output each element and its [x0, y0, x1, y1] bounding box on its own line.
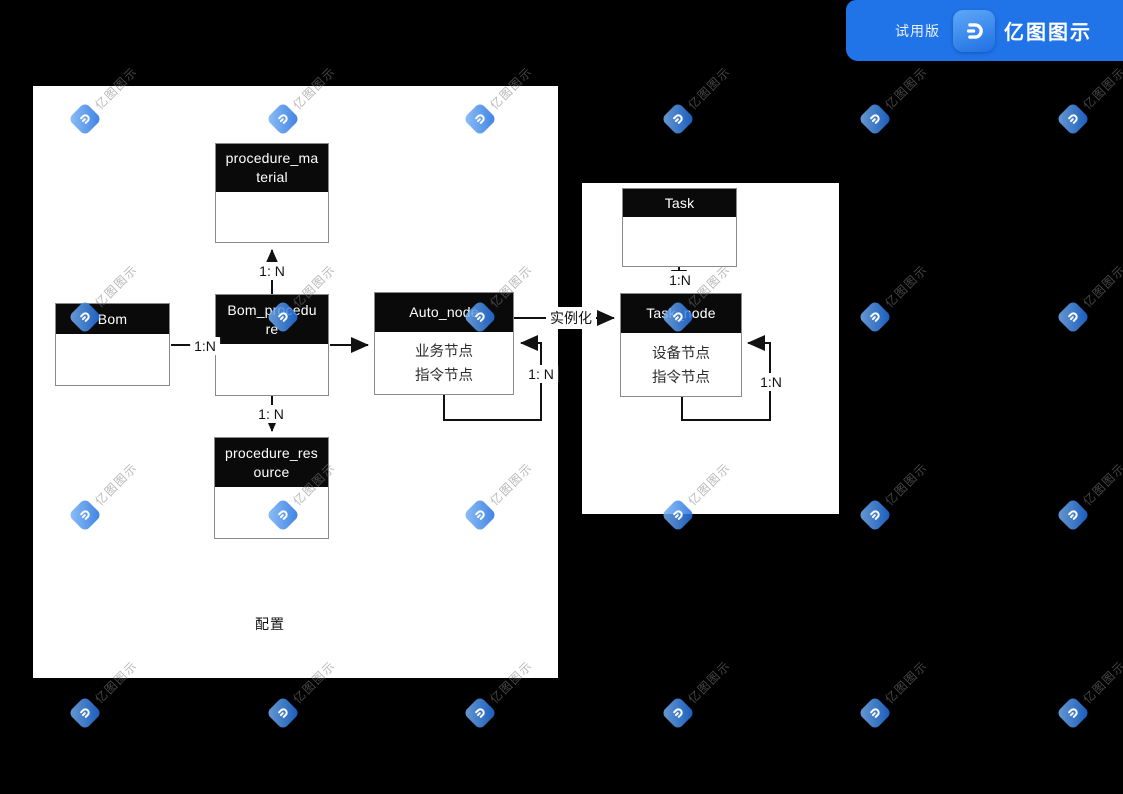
connector-label-task-to-tasknode: 1:N — [665, 271, 695, 289]
brand-name: 亿图图示 — [1004, 22, 1092, 44]
entity-body: 业务节点指令节点 — [375, 334, 513, 394]
edraw-logo-icon — [953, 9, 995, 52]
entity-title: Bom — [56, 304, 169, 336]
entity-body-line: 业务节点 — [415, 344, 473, 360]
connector-autonode-selfloop — [443, 335, 542, 421]
entity-title: procedure_ma terial — [216, 144, 328, 194]
trial-badge-label: 试用版 — [895, 22, 940, 39]
entity-title: Task_node — [621, 294, 741, 335]
entity-bom-procedure[interactable]: Bom_procedu re — [215, 294, 329, 396]
entity-title: Task — [623, 189, 736, 219]
entity-body — [215, 489, 328, 538]
connector-label-autonode-to-tasknode: 实例化 — [546, 307, 596, 329]
connector-label-autonode-selfloop: 1: N — [524, 365, 558, 383]
entity-body-line: 指令节点 — [652, 369, 710, 386]
connector-label-bomprocedure-to-material: 1: N — [255, 262, 289, 280]
entity-procedure-material[interactable]: procedure_ma terial — [215, 143, 329, 243]
entity-title: Auto_node — [375, 293, 513, 334]
config-region-caption: 配置 — [255, 616, 285, 632]
entity-body — [623, 219, 736, 266]
entity-body: 设备节点指令节点 — [621, 335, 741, 396]
connector-label-bomprocedure-to-resource: 1: N — [254, 405, 288, 423]
entity-task[interactable]: Task — [622, 188, 737, 267]
entity-title: procedure_res ource — [215, 438, 328, 489]
connector-tasknode-selfloop — [681, 335, 771, 421]
entity-procedure-resource[interactable]: procedure_res ource — [214, 437, 329, 539]
entity-body-line: 设备节点 — [652, 345, 710, 362]
entity-title: Bom_procedu re — [216, 295, 328, 346]
entity-body-line: 指令节点 — [415, 368, 473, 384]
connector-label-bom-to-bomprocedure: 1:N — [190, 337, 220, 355]
entity-body — [56, 336, 169, 385]
entity-bom[interactable]: Bom — [55, 303, 170, 386]
entity-body — [216, 346, 328, 395]
connector-label-tasknode-selfloop: 1:N — [756, 373, 786, 391]
entity-body — [216, 194, 328, 242]
trial-banner[interactable]: 试用版 亿图图示 — [846, 0, 1123, 61]
